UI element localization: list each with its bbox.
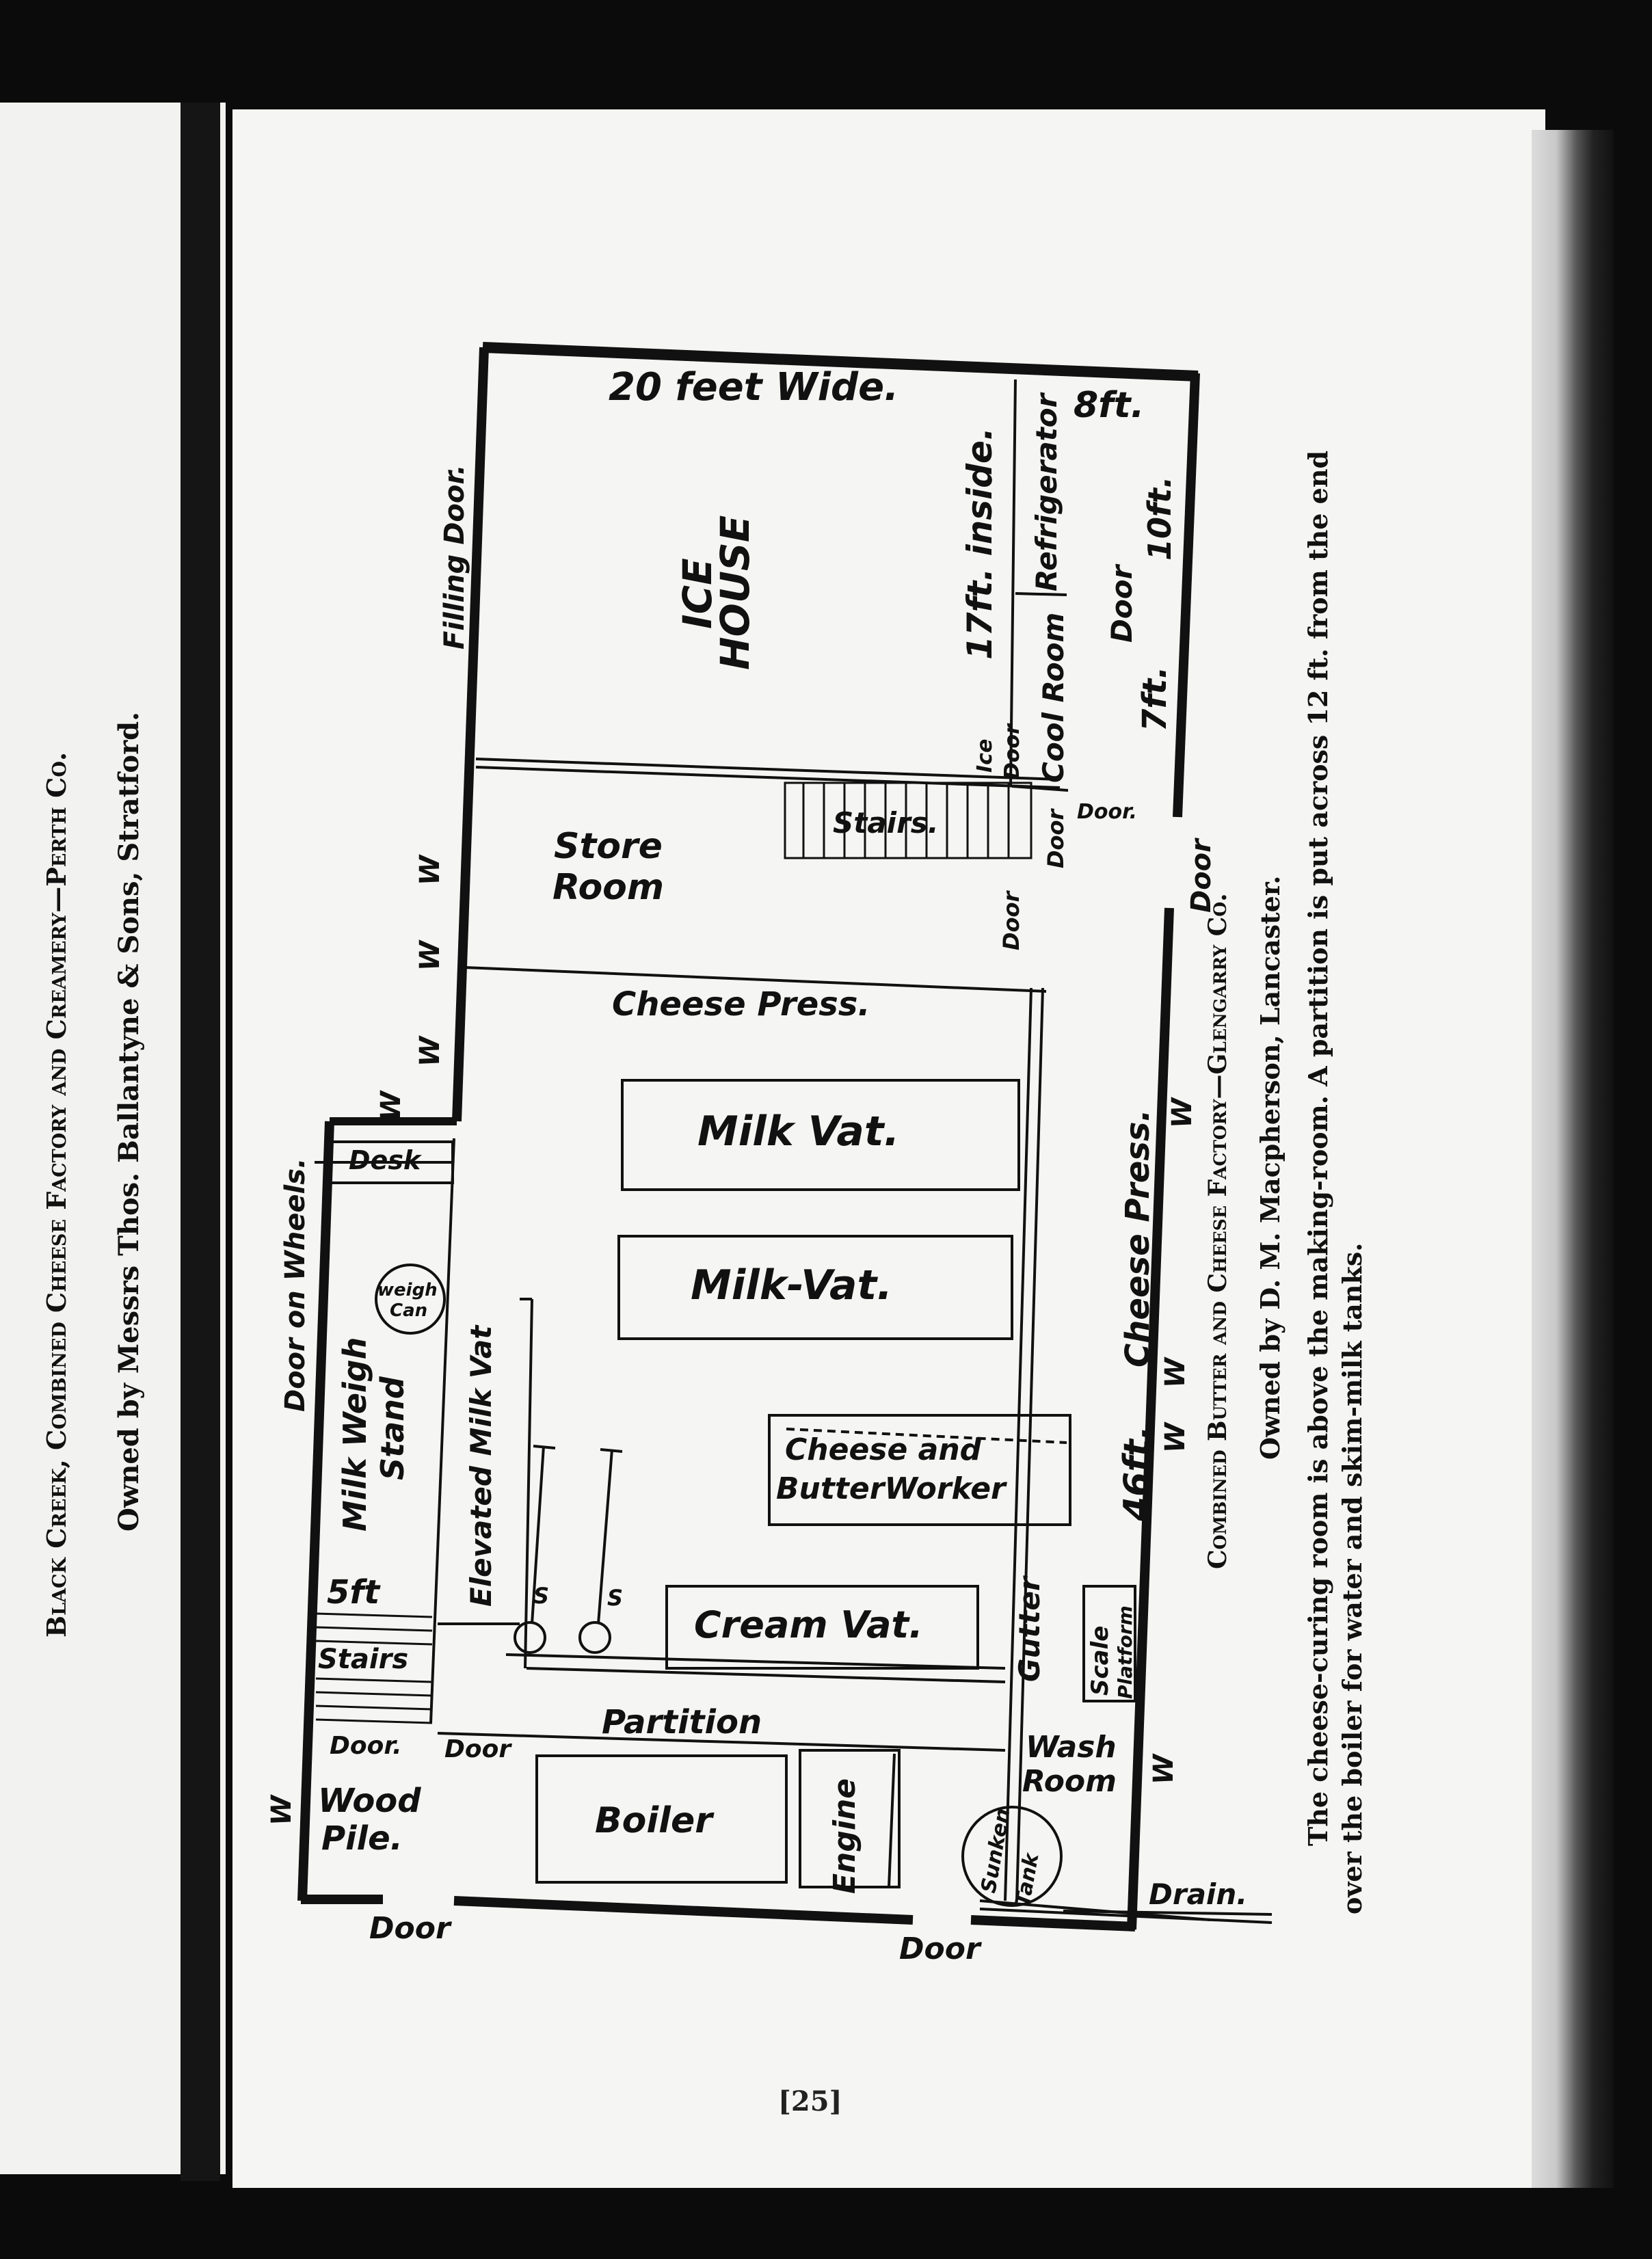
page-fore-edge bbox=[1532, 130, 1614, 2188]
stairs-top-label: Stairs. bbox=[833, 806, 939, 840]
door-on-wheels-label: Door on Wheels. bbox=[280, 1158, 311, 1412]
ice-door-label-b: Door bbox=[1000, 723, 1024, 779]
milk-vat-1-label: Milk Vat. bbox=[697, 1108, 899, 1155]
forty-six-ft-label: 46ft. bbox=[1117, 1426, 1158, 1522]
bottom-door-right-label: Door bbox=[899, 1931, 982, 1966]
refrigerator-label: Refrigerator bbox=[1030, 392, 1063, 591]
s-label-2: S bbox=[607, 1585, 623, 1611]
window-w-1: W bbox=[414, 854, 446, 885]
wash-label: Wash bbox=[1026, 1730, 1117, 1765]
scale-label: Scale bbox=[1087, 1626, 1114, 1696]
elevated-milk-vat-label: Elevated Milk Vat bbox=[464, 1324, 498, 1607]
door-right-label: Door bbox=[444, 1735, 512, 1763]
window-w-5: W bbox=[1167, 1097, 1198, 1128]
milk-weigh-label: Milk Weigh bbox=[336, 1337, 373, 1532]
right-caption-note-1-text: The cheese-curing room is above the maki… bbox=[1303, 450, 1333, 1846]
weigh-label: weigh bbox=[377, 1280, 438, 1300]
engine bbox=[799, 1749, 901, 1888]
platform-label: Platform bbox=[1114, 1605, 1136, 1699]
ice-label: ICE bbox=[674, 558, 721, 629]
milk-vat-1 bbox=[621, 1079, 1020, 1191]
store-label: Store bbox=[554, 826, 663, 867]
cheese-press-side-label: Cheese Press. bbox=[1119, 1109, 1157, 1367]
window-w-2: W bbox=[414, 939, 446, 971]
desk-label: Desk bbox=[349, 1145, 423, 1175]
house-label: HOUSE bbox=[712, 516, 758, 670]
stairs-top bbox=[784, 781, 1032, 859]
window-w-6: W bbox=[1160, 1356, 1191, 1388]
cheese-and-label: Cheese and bbox=[785, 1432, 982, 1467]
wood-label: Wood bbox=[318, 1782, 421, 1820]
walls bbox=[297, 342, 1200, 1931]
pile-label: Pile. bbox=[321, 1819, 403, 1858]
window-w-3: W bbox=[414, 1035, 446, 1067]
scale-platform bbox=[1082, 1585, 1136, 1702]
window-w-8: W bbox=[1148, 1753, 1180, 1785]
milk-vat-2 bbox=[617, 1235, 1013, 1340]
right-door-label: Door bbox=[1186, 838, 1217, 913]
seven-ft-label: 7ft. bbox=[1136, 667, 1174, 732]
engine-label: Engine bbox=[827, 1778, 862, 1894]
butter-worker-label: ButterWorker bbox=[776, 1471, 1007, 1506]
page-number: [25] bbox=[778, 2085, 842, 2117]
desk bbox=[327, 1140, 454, 1184]
ten-ft-label: 10ft. bbox=[1141, 477, 1178, 561]
right-caption-owner-text: Owned by D. M. Macpherson, Lancaster. bbox=[1255, 875, 1285, 1460]
boiler bbox=[535, 1754, 788, 1884]
outer-door-label: Door. bbox=[1077, 800, 1137, 824]
five-ft-label: 5ft bbox=[327, 1573, 381, 1612]
door-left-label: Door. bbox=[330, 1732, 402, 1760]
cool-room-door-label: Door bbox=[1105, 563, 1138, 643]
sunken-label: Sunken bbox=[976, 1806, 1015, 1895]
equipment bbox=[327, 1079, 1136, 1907]
wash-room-label: Room bbox=[1022, 1764, 1117, 1799]
window-w-4: W bbox=[375, 1090, 407, 1121]
cream-vat-label: Cream Vat. bbox=[694, 1603, 923, 1646]
eight-ft-label: 8ft. bbox=[1074, 385, 1144, 426]
right-caption-owner: Owned by D. M. Macpherson, Lancaster. bbox=[1255, 875, 1285, 1460]
stairs-bottom bbox=[315, 1612, 433, 1724]
right-caption-title-text: Combined Butter and Cheese Factory—Gleng… bbox=[1203, 893, 1232, 1569]
boiler-label: Boiler bbox=[595, 1800, 715, 1841]
tank-label: Tank bbox=[1011, 1850, 1043, 1908]
cheese-press-top-label: Cheese Press. bbox=[612, 985, 870, 1024]
cheese-butter-worker bbox=[768, 1414, 1071, 1526]
right-caption-note-2-text: over the boiler for water and skim-milk … bbox=[1337, 1242, 1368, 1915]
gutter-label: Gutter bbox=[1013, 1575, 1046, 1682]
cream-vat bbox=[665, 1585, 979, 1670]
stairs-bottom-label: Stairs bbox=[318, 1644, 408, 1675]
can-label: Can bbox=[390, 1300, 427, 1321]
left-page-edge bbox=[181, 103, 220, 2181]
window-w-7: W bbox=[1160, 1421, 1191, 1453]
stand-label: Stand bbox=[374, 1376, 411, 1480]
seventeen-ft-label: 17ft. inside. bbox=[960, 427, 1000, 660]
store-room-label: Room bbox=[552, 867, 664, 908]
interior-lines bbox=[315, 379, 1273, 1924]
right-caption-note-1: The cheese-curing room is above the maki… bbox=[1303, 451, 1333, 1846]
ice-door-label-a: Ice bbox=[973, 739, 997, 773]
sunken-tank bbox=[961, 1806, 1063, 1907]
cool-room-label: Cool Room bbox=[1037, 613, 1070, 783]
right-caption-title: Combined Butter and Cheese Factory—Gleng… bbox=[1203, 893, 1232, 1569]
store-door-label: Door bbox=[998, 890, 1024, 950]
s-label-1: S bbox=[533, 1583, 549, 1609]
right-caption-note-2: over the boiler for water and skim-milk … bbox=[1337, 1243, 1368, 1915]
milk-vat-2-label: Milk-Vat. bbox=[691, 1261, 892, 1309]
partition-label: Partition bbox=[602, 1703, 762, 1741]
stairs-door-label: Door bbox=[1043, 807, 1069, 868]
weigh-can bbox=[375, 1264, 446, 1335]
width-label: 20 feet Wide. bbox=[609, 365, 898, 410]
window-w-9: W bbox=[266, 1794, 297, 1826]
bottom-door-left-label: Door bbox=[369, 1911, 452, 1946]
drain-label: Drain. bbox=[1149, 1877, 1247, 1911]
plan-text: 20 feet Wide. 8ft. ICE HOUSE 17ft. insid… bbox=[266, 365, 1247, 1966]
filling-door-label: Filling Door. bbox=[439, 464, 470, 650]
